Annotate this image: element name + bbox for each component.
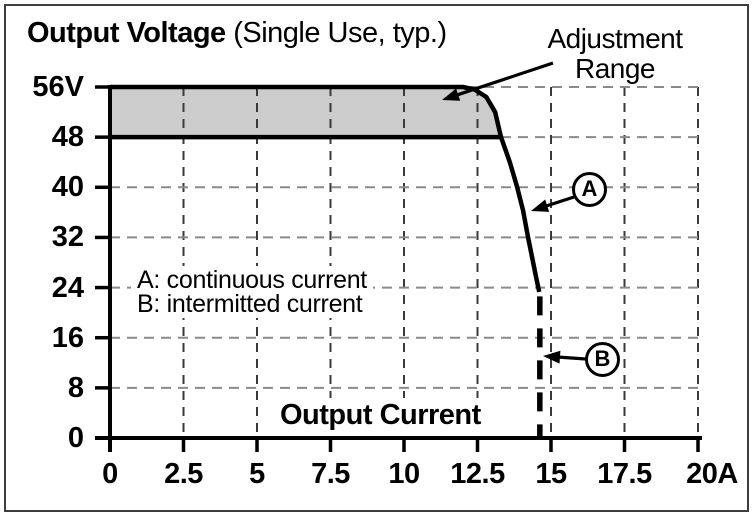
y-tick-label: 56V — [32, 71, 84, 103]
x-tick-label: 20A — [686, 458, 738, 490]
legend-item-a: A: continuous current — [137, 266, 367, 294]
chart-title: Output Voltage (Single Use, typ.) — [27, 16, 447, 50]
x-tick-label: 10 — [388, 458, 420, 490]
legend-item-b: B: intermitted current — [137, 290, 363, 318]
x-tick-label: 2.5 — [164, 458, 203, 490]
adjustment-range-arrow-head — [442, 88, 461, 101]
adjustment-range-label: Adjustment Range — [547, 23, 683, 84]
callout-a-arrow-line — [543, 195, 575, 209]
y-tick-label: 24 — [51, 271, 84, 304]
callout-b-arrow-head — [543, 350, 561, 364]
x-tick-label: 7.5 — [311, 458, 350, 490]
y-tick-label: 40 — [51, 171, 84, 204]
x-tick-label: 12.5 — [450, 458, 505, 490]
callout-a: A — [572, 172, 607, 207]
chart-title-qualifier: (Single Use, typ.) — [225, 17, 447, 49]
x-tick-label: 5 — [249, 458, 265, 490]
y-tick-label: 32 — [51, 221, 84, 254]
callout-a-arrow-head — [531, 199, 550, 212]
y-tick-label: 48 — [51, 121, 84, 154]
y-tick-label: 0 — [67, 422, 84, 454]
x-tick-label: 0 — [102, 458, 118, 490]
adjustment-range-band — [110, 87, 502, 138]
callout-b-arrow-line — [556, 355, 587, 361]
y-tick-label: 16 — [51, 321, 84, 354]
chart-title-main: Output Voltage — [27, 17, 226, 49]
x-axis-title: Output Current — [272, 398, 489, 433]
callout-b: B — [585, 342, 620, 377]
legend: A: continuous current B: intermitted cur… — [131, 266, 373, 318]
adjustment-range-arrow-line — [454, 61, 554, 98]
y-tick-label: 8 — [67, 371, 84, 404]
x-tick-label: 17.5 — [597, 458, 652, 490]
x-tick-label: 15 — [535, 458, 567, 490]
